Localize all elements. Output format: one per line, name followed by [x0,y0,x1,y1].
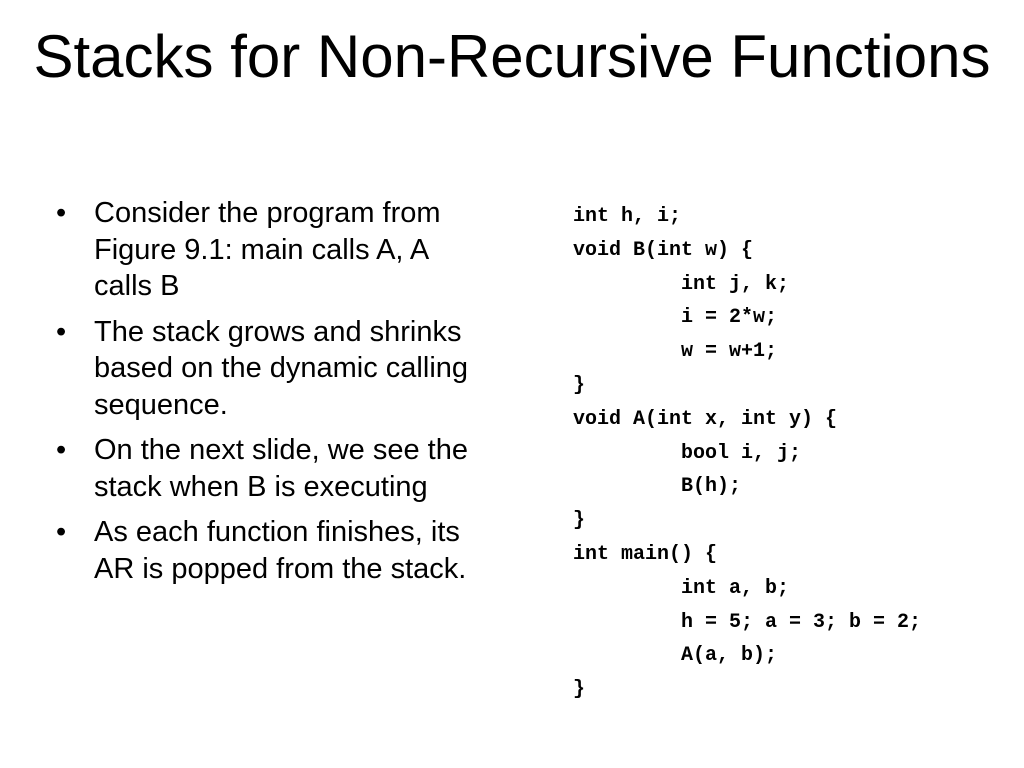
code-listing: int h, i; void B(int w) { int j, k; i = … [573,200,1003,707]
bullet-list: • Consider the program from Figure 9.1: … [52,195,492,596]
code-line: int h, i; [573,205,682,228]
bullet-text: As each function finishes, its AR is pop… [94,516,467,585]
bullet-item: • The stack grows and shrinks based on t… [52,314,492,424]
bullet-item: • On the next slide, we see the stack wh… [52,432,492,505]
bullet-text: The stack grows and shrinks based on the… [94,315,469,421]
bullet-item: • Consider the program from Figure 9.1: … [52,195,492,305]
code-line: h = 5; a = 3; b = 2; [681,610,922,634]
bullet-text: Consider the program from Figure 9.1: ma… [94,197,441,302]
code-line: int main() { [573,542,718,566]
bullet-text: On the next slide, we see the stack when… [94,434,468,503]
code-line: } [573,678,586,702]
code-line: B(h); [681,475,742,499]
bullet-dot-icon: • [56,434,67,466]
bullet-dot-icon: • [56,516,67,548]
code-line: } [573,509,586,533]
code-line: int a, b; [681,576,790,600]
code-line: A(a, b); [681,644,778,668]
bullet-item: • As each function finishes, its AR is p… [52,514,492,587]
code-line: void A(int x, int y) { [573,407,838,431]
code-line: w = w+1; [681,340,778,364]
code-line: i = 2*w; [681,306,778,330]
slide-title: Stacks for Non-Recursive Functions [33,23,991,90]
code-line: int j, k; [681,272,790,296]
code-line: void B(int w) { [573,238,754,262]
code-line: bool i, j; [681,441,802,465]
bullet-dot-icon: • [56,197,67,229]
code-line: } [573,373,586,397]
bullet-dot-icon: • [56,315,67,348]
